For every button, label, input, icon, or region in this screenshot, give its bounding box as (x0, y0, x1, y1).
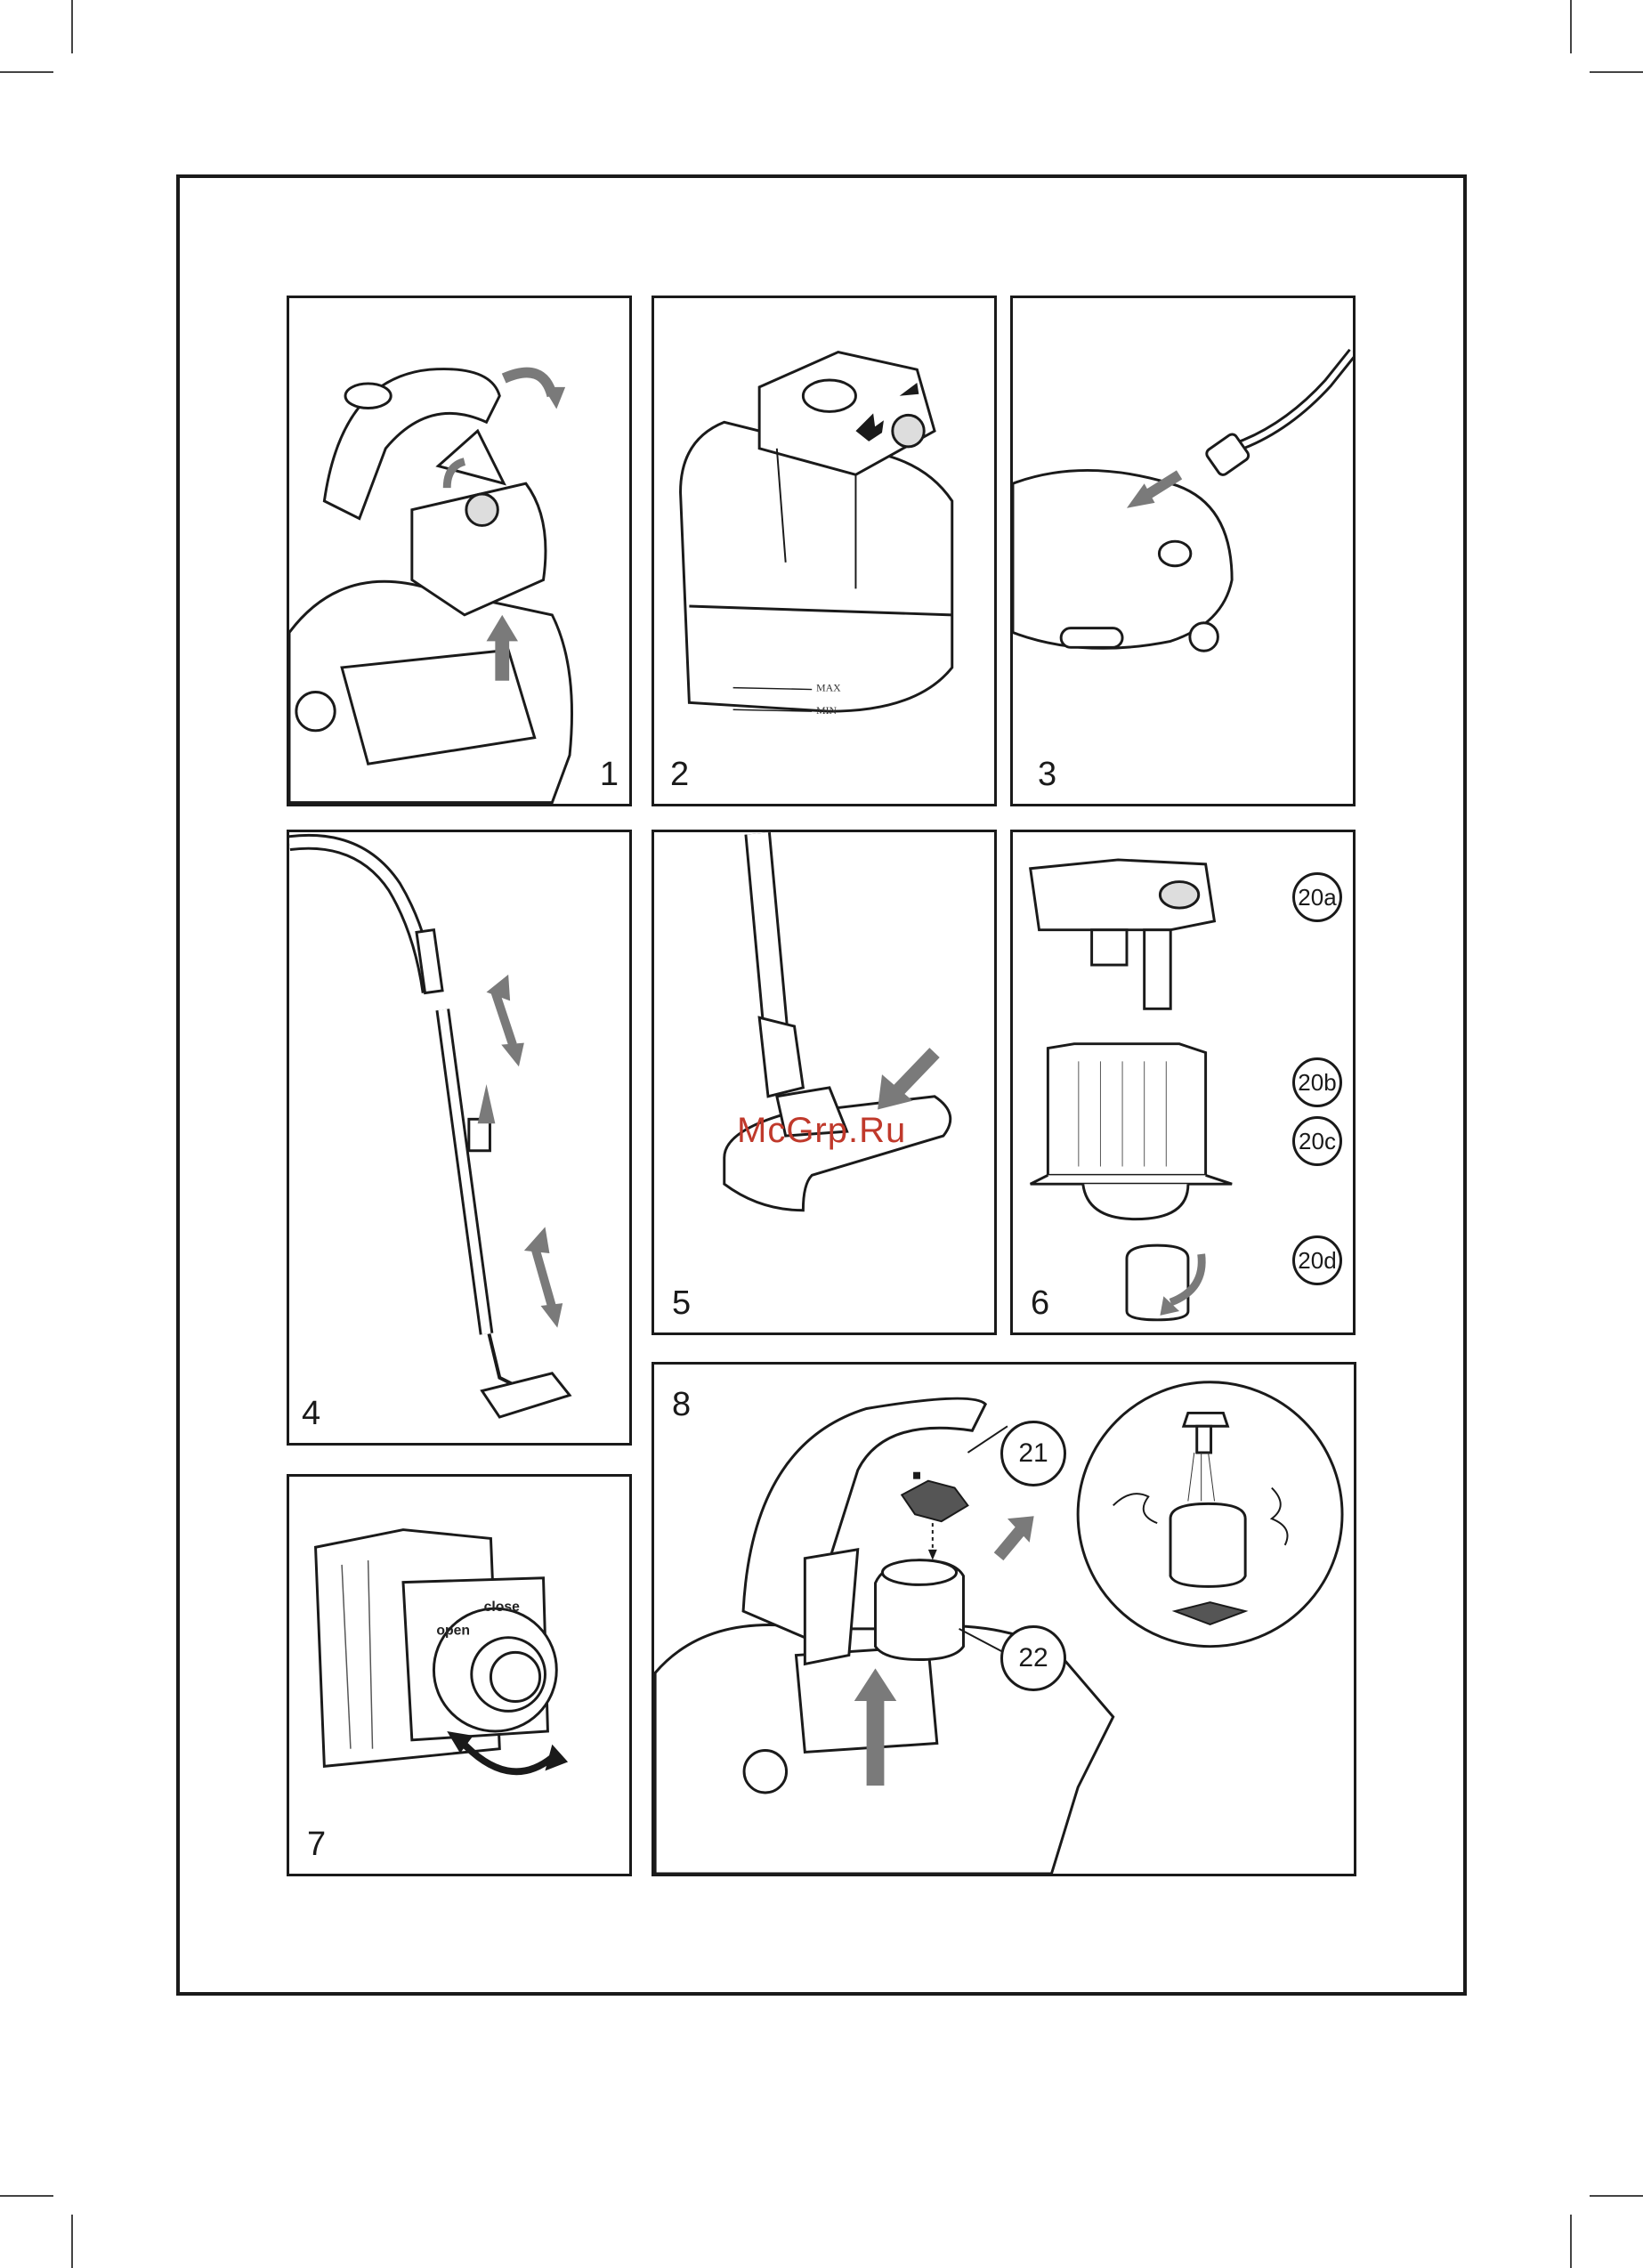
vacuum-lift-illustration (289, 298, 629, 804)
panel-number: 4 (302, 1397, 320, 1430)
crop-mark (0, 71, 53, 73)
callout-21: 21 (1000, 1421, 1066, 1486)
crop-mark (1590, 2195, 1643, 2197)
crop-mark (71, 2215, 73, 2268)
hose-connect-illustration (1013, 298, 1353, 804)
min-label: MIN (816, 704, 837, 717)
crop-mark (1570, 0, 1572, 53)
panel-5-floor-nozzle: 5 (652, 830, 997, 1335)
crop-mark (71, 0, 73, 53)
dust-container-illustration: MAX MIN (654, 298, 994, 804)
open-label: open (436, 1624, 470, 1639)
crop-mark (1570, 2215, 1572, 2268)
panel-number: 6 (1031, 1286, 1049, 1320)
callout-20b: 20b (1292, 1057, 1342, 1107)
panel-number: 1 (600, 757, 619, 791)
tube-assembly-illustration (289, 832, 629, 1443)
panel-4-assemble-tube: 4 (287, 830, 632, 1446)
floor-nozzle-illustration (654, 832, 994, 1332)
callout-20d: 20d (1292, 1235, 1342, 1285)
panel-number: 7 (307, 1827, 326, 1861)
panel-2-dust-container: MAX MIN 2 (652, 296, 997, 806)
callout-20a: 20a (1292, 872, 1342, 922)
watermark: McGrp.Ru (737, 1111, 906, 1151)
panel-number: 2 (670, 757, 689, 791)
close-label: close (484, 1600, 521, 1615)
panel-number: 5 (672, 1286, 691, 1320)
filter-open-close-illustration: close open (289, 1477, 629, 1874)
crop-mark (1590, 71, 1643, 73)
callout-20c: 20c (1292, 1116, 1342, 1166)
crop-mark (0, 2195, 53, 2197)
panel-number: 3 (1038, 757, 1056, 791)
panel-1-lift-cyclone-unit: 1 (287, 296, 632, 806)
max-label: MAX (816, 682, 841, 694)
panel-7-open-close-filter: close open 7 (287, 1474, 632, 1876)
panel-3-hose-connect: 3 (1010, 296, 1356, 806)
panel-number: 8 (672, 1388, 691, 1422)
callout-22: 22 (1000, 1625, 1066, 1691)
